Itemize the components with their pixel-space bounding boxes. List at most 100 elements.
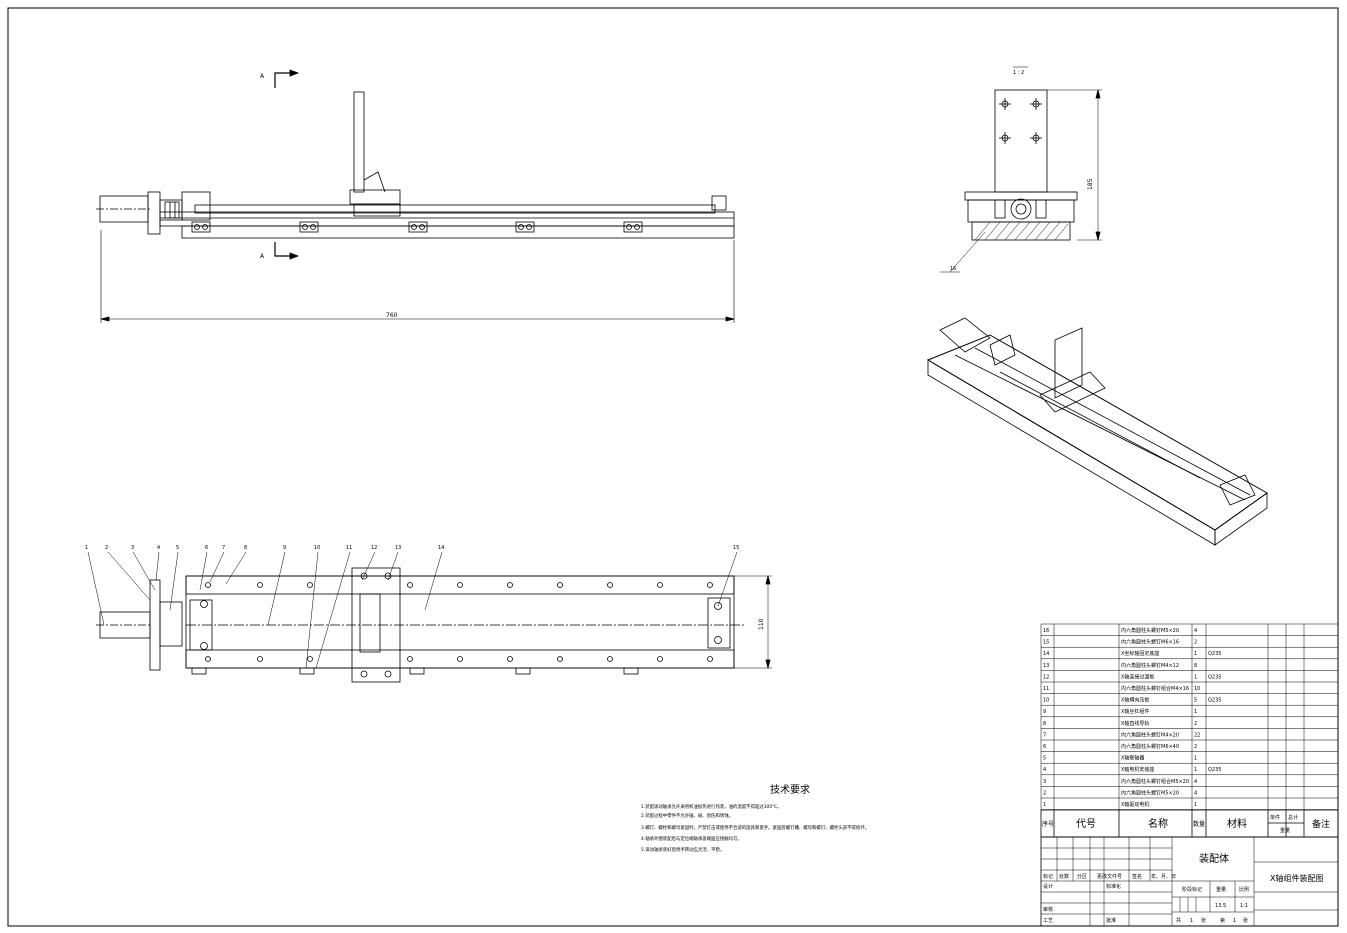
- bom-cell-no: 6: [1043, 744, 1046, 750]
- bom-header-mat: 材料: [1227, 817, 1247, 830]
- isometric-view: [926, 317, 1268, 546]
- balloon-13: 13: [395, 545, 401, 551]
- tb-standard: 标准化: [1106, 883, 1121, 890]
- bom-header-qty: 数量: [1193, 820, 1205, 828]
- section-marker-top: A: [260, 69, 300, 88]
- top-view: 110 1 2 3 4 5 6 7 8: [85, 545, 772, 683]
- tb-mark: 标记: [1043, 873, 1053, 880]
- bom-cell-no: 10: [1043, 698, 1049, 704]
- tb-sheet-no-n: 1: [1233, 918, 1236, 924]
- bom-cell-no: 16: [1043, 628, 1049, 634]
- balloon-4: 4: [157, 545, 160, 551]
- bom-cell-no: 9: [1043, 709, 1046, 715]
- bom-cell-qty: 5: [1194, 698, 1197, 704]
- bom-cell-name: X轴直线导轨: [1121, 720, 1149, 727]
- balloon-3: 3: [131, 545, 134, 551]
- bom-cell-qty: 4: [1194, 790, 1197, 796]
- bom-cell-no: 7: [1043, 732, 1046, 738]
- bom-cell-qty: 1: [1194, 756, 1197, 762]
- tb-sheets: 共: [1176, 917, 1181, 924]
- bom-cell-qty: 1: [1194, 802, 1197, 808]
- tb-sign: 签名: [1132, 873, 1142, 880]
- bom-cell-name: X轴联轴器: [1121, 755, 1144, 762]
- bom-cell-no: 12: [1043, 674, 1049, 680]
- front-view: A A: [96, 69, 735, 323]
- bom-cell-material: Q235: [1208, 698, 1221, 704]
- bom-cell-no: 5: [1043, 756, 1046, 762]
- bom-cell-qty: 10: [1194, 686, 1200, 692]
- drawing-title: X轴组件装配图: [1270, 873, 1323, 883]
- balloon-11: 11: [346, 545, 352, 551]
- bom-header-unit: 单件: [1270, 814, 1280, 821]
- bom-cell-no: 1: [1043, 802, 1046, 808]
- bom-cell-material: Q235: [1208, 767, 1221, 773]
- section-label-top: A: [260, 73, 265, 80]
- tech-requirement-item: 2.装配过程中零件不允许磕、碰、划伤和锈蚀。: [641, 812, 733, 819]
- top-view-bolts: [200, 572, 722, 678]
- bom-cell-material: Q235: [1208, 674, 1221, 680]
- tb-zhang2: 张: [1243, 917, 1248, 924]
- section-label-bottom: A: [260, 253, 265, 260]
- balloon-16: 16: [950, 266, 956, 272]
- bom-cell-material: Q235: [1208, 651, 1221, 657]
- balloons: 1 2 3 4 5 6 7 8 9 10 11 12 13 14 15: [85, 545, 739, 551]
- balloon-12: 12: [371, 545, 377, 551]
- balloon-10: 10: [314, 545, 320, 551]
- outer-border: [7, 7, 1339, 927]
- bom-cell-no: 3: [1043, 779, 1046, 785]
- tb-change-doc: 更改文件号: [1097, 873, 1122, 880]
- balloon-9: 9: [283, 545, 286, 551]
- tech-requirements-title: 技术要求: [770, 783, 810, 796]
- bom-cell-name: 内六角圆柱头螺钉M5×20: [1121, 789, 1179, 796]
- dim-width: 110: [758, 618, 765, 630]
- section-hatch: [974, 221, 1069, 241]
- bom-cell-name: 内六角圆柱头螺钉组合M5×20: [1121, 778, 1189, 785]
- bom-cell-qty: 1: [1194, 767, 1197, 773]
- balloon-5: 5: [176, 545, 179, 551]
- tech-requirement-item: 5.滚动轴承装好后用手转动应灵活、平稳。: [641, 846, 724, 853]
- bom-cell-no: 13: [1043, 663, 1049, 669]
- bom-cell-no: 11: [1043, 686, 1049, 692]
- bom-cell-qty: 4: [1194, 628, 1197, 634]
- side-view: 1 : 2 185 16: [940, 66, 1102, 273]
- bom-cell-name: 内六角圆柱头螺钉M6×40: [1121, 743, 1179, 750]
- bom-cell-name: 内六角圆柱头螺钉M4×20: [1121, 731, 1179, 738]
- tb-zone: 分区: [1077, 873, 1087, 880]
- balloon-2: 2: [105, 545, 108, 551]
- bom-header-no: 序号: [1042, 820, 1054, 828]
- tb-approve: 批准: [1106, 917, 1116, 924]
- tech-requirement-item: 4.轴承外圈装配后与定位端轴承盖端面应接触均匀。: [641, 835, 742, 842]
- bom-cell-name: 内六角圆柱头螺钉组合M4×16: [1121, 685, 1189, 692]
- bom-header-remark: 备注: [1312, 818, 1330, 830]
- bom-cell-qty: 2: [1194, 744, 1197, 750]
- balloon-14: 14: [438, 545, 444, 551]
- tb-scale: 比例: [1239, 886, 1249, 893]
- bom-cell-qty: 1: [1194, 674, 1197, 680]
- tech-requirement-item: 3.螺钉、螺栓和螺母紧固时，严禁打击或使用不合适的旋具和扳手。紧固后螺钉槽、螺母…: [641, 824, 869, 831]
- bom-cell-no: 14: [1043, 651, 1049, 657]
- bom-header-code: 代号: [1076, 818, 1096, 830]
- bom-cell-name: 内六角圆柱头螺钉M6×16: [1121, 639, 1179, 646]
- balloon-1: 1: [85, 545, 88, 551]
- bom-cell-no: 15: [1043, 640, 1049, 646]
- bom-cell-qty: 1: [1194, 709, 1197, 715]
- tb-weight-value: 13.5: [1215, 903, 1226, 909]
- assembly-label: 装配体: [1199, 852, 1229, 865]
- title-block: 标记 处数 分区 更改文件号 签名 年、月、日 设计 标准化 审核 工艺 批准 …: [1040, 836, 1339, 927]
- balloon-6: 6: [205, 545, 208, 551]
- balloon-8: 8: [244, 545, 247, 551]
- bom-cell-no: 4: [1043, 767, 1046, 773]
- bom-cell-qty: 2: [1194, 721, 1197, 727]
- bom-cell-name: X轴横向压板: [1121, 697, 1149, 704]
- tb-stage: 阶段标记: [1182, 886, 1202, 893]
- top-view-clamps: [191, 667, 639, 675]
- bom-cell-qty: 4: [1194, 779, 1197, 785]
- tb-process: 工艺: [1043, 918, 1053, 924]
- front-clamps: [191, 221, 643, 233]
- balloon-7: 7: [222, 545, 225, 551]
- dim-height: 185: [1087, 178, 1094, 190]
- bom-cell-qty: 22: [1194, 732, 1200, 738]
- bom-cell-name: X坐标轴固定底座: [1121, 650, 1159, 657]
